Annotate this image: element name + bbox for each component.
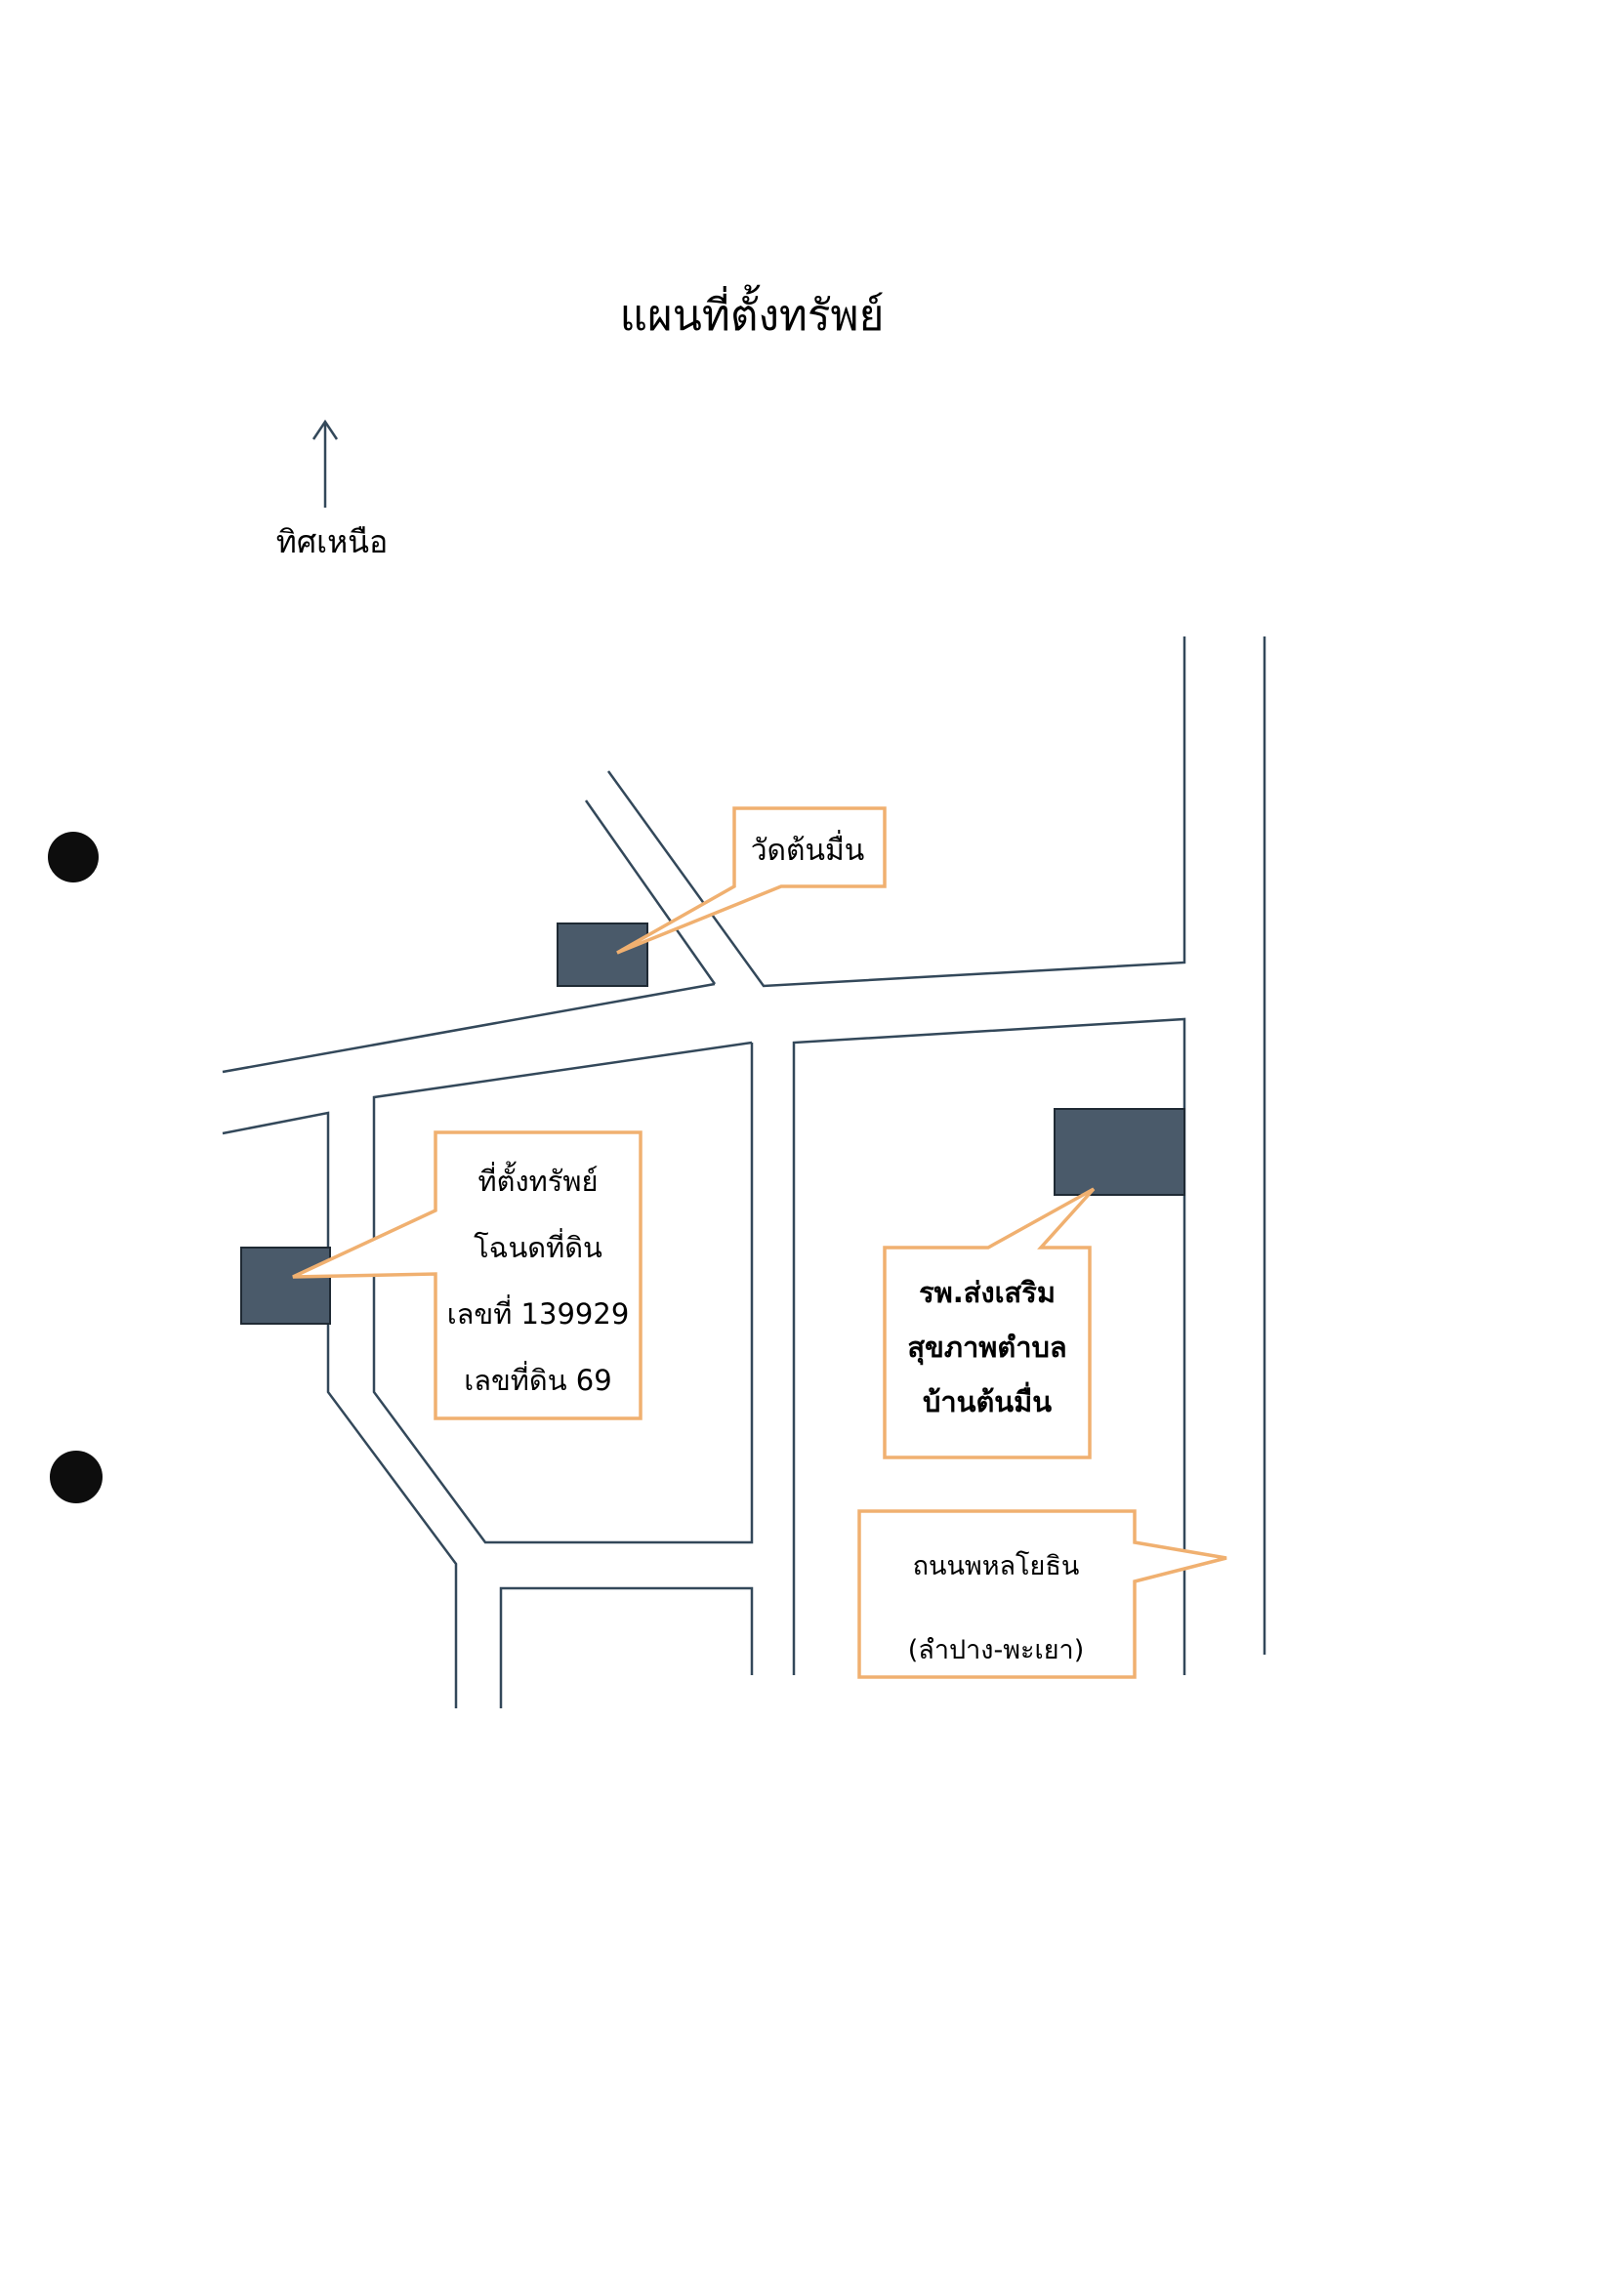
road-label-line: (ลำปาง-พะเยา) <box>907 1635 1085 1665</box>
road-west-block-edge <box>222 1111 458 1708</box>
property-building <box>240 1247 331 1325</box>
road-east-block-edge <box>792 1017 1186 1675</box>
road-label-line: ถนนพหลโยธิน <box>912 1551 1080 1581</box>
hospital-label-line: สุขภาพตำบล <box>907 1331 1067 1364</box>
hospital-callout <box>883 1187 1096 1459</box>
property-callout <box>292 1130 643 1420</box>
temple-label: วัดต้นมื่น <box>750 834 865 868</box>
road-diagonal-west-edge <box>584 800 717 985</box>
hospital-info: รพ.ส่งเสริม สุขภาพตำบล บ้านต้นมื่น <box>885 1265 1090 1429</box>
hospital-label-line: บ้านต้นมื่น <box>922 1385 1053 1418</box>
property-label-line: เลขที่ 139929 <box>446 1297 630 1331</box>
road-diagonal-east-edge <box>606 636 1186 988</box>
property-label-line: เลขที่ดิน 69 <box>464 1364 612 1397</box>
road-main-north-edge <box>222 982 716 1074</box>
hospital-building <box>1054 1108 1185 1196</box>
temple-building <box>557 922 648 987</box>
punch-hole-bottom <box>50 1451 103 1503</box>
property-label-line: โฉนดที่ดิน <box>474 1231 602 1264</box>
map-title: แผนที่ตั้งทรัพย์ <box>619 291 885 341</box>
road-info: ถนนพหลโยธิน (ลำปาง-พะเยา) <box>859 1525 1133 1693</box>
north-label: ทิศเหนือ <box>275 523 389 560</box>
property-info: ที่ตั้งทรัพย์ โฉนดที่ดิน เลขที่ 139929 เ… <box>435 1148 641 1414</box>
punch-hole-top <box>48 832 99 882</box>
road-network <box>222 636 1266 1708</box>
road-center-block-edge <box>372 1041 754 1544</box>
north-arrow-icon <box>311 419 339 508</box>
property-label-line: ที่ตั้งทรัพย์ <box>477 1165 599 1198</box>
road-callout <box>857 1509 1227 1679</box>
road-south-block-edge <box>499 1586 754 1708</box>
temple-callout <box>616 806 887 955</box>
hospital-label-line: รพ.ส่งเสริม <box>919 1276 1056 1309</box>
